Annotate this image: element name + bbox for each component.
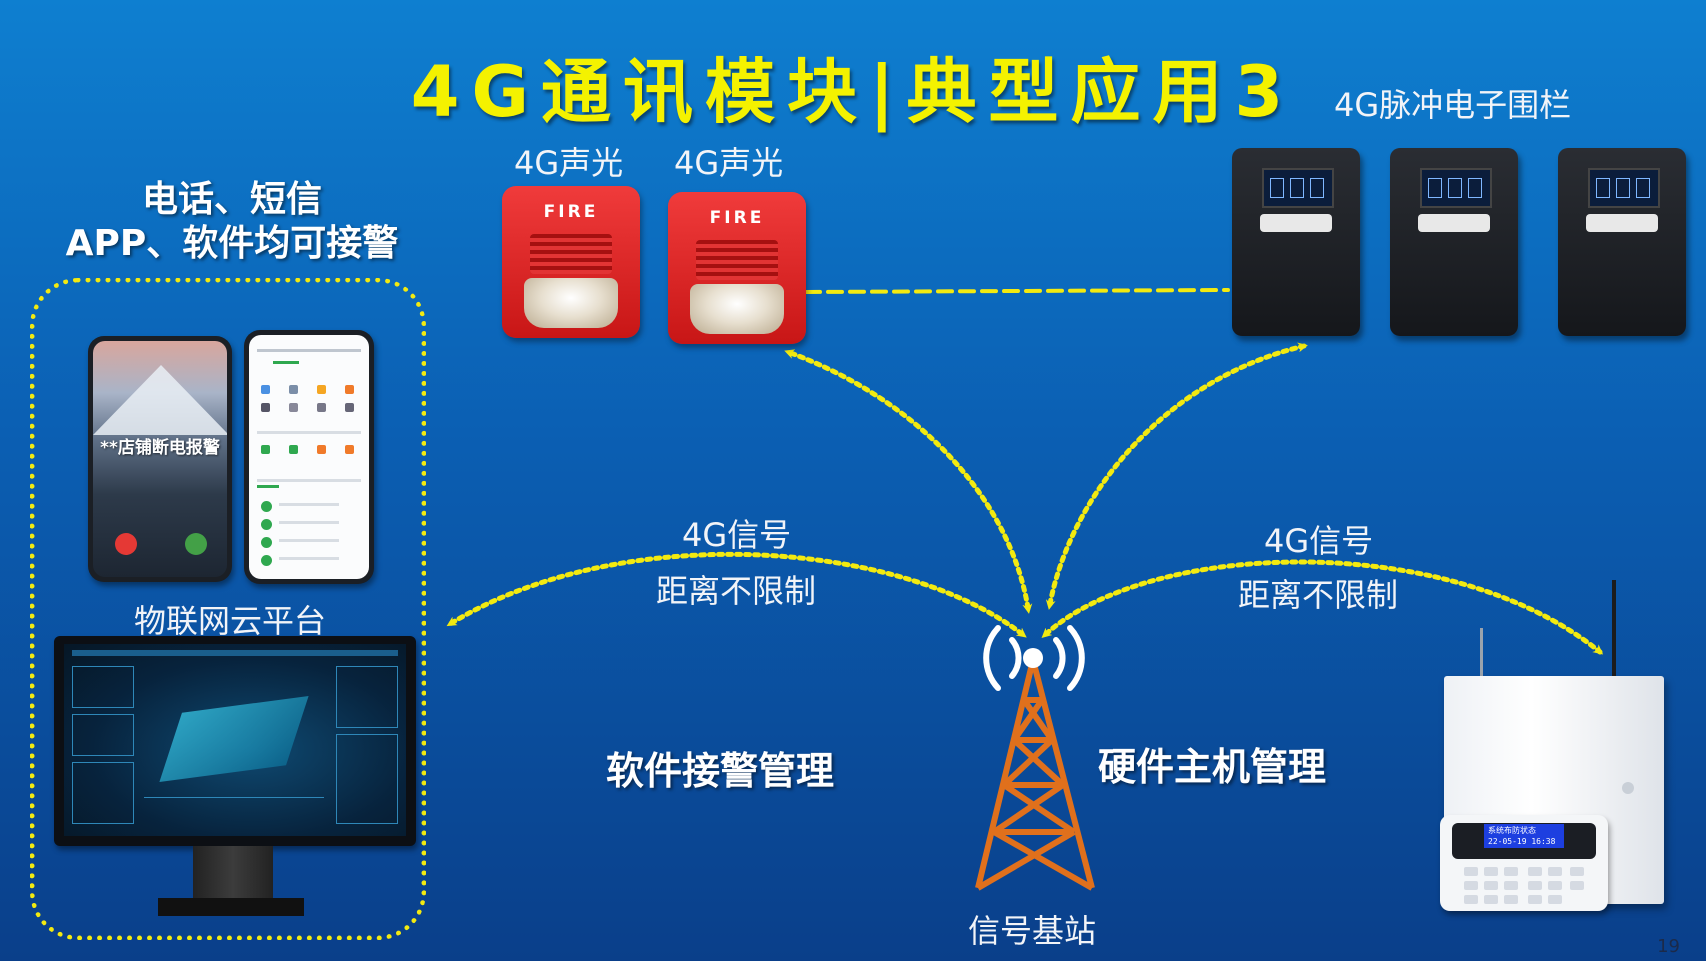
page-number: 19 — [1657, 936, 1680, 957]
panel-antenna-right — [1612, 580, 1616, 676]
fence-controller-1 — [1232, 148, 1360, 336]
alarm-receivers-group — [30, 278, 426, 940]
phone-call-screen: **店铺断电报警 — [88, 336, 232, 582]
panel-antenna-left — [1480, 628, 1483, 678]
strobe-alarm-1: FIRE — [502, 186, 640, 338]
signal-right-line2: 距离不限制 — [1238, 576, 1399, 614]
signal-right-line1: 4G信号 — [1264, 522, 1374, 560]
lcd-line1: 系统布防状态 — [1488, 826, 1536, 835]
alarm-methods-line2: APP、软件均可接警 — [65, 223, 399, 264]
strobe-fence-link — [804, 288, 1230, 294]
lcd-line2: 22-05-19 16:38 — [1488, 837, 1556, 846]
strobe-label-2: 4G声光 — [674, 144, 784, 182]
fence-controller-2 — [1390, 148, 1518, 336]
fence-controller-3 — [1558, 148, 1686, 336]
strobe-label-1: 4G声光 — [514, 144, 624, 182]
fence-label: 4G脉冲电子围栏 — [1334, 86, 1572, 124]
tower-fence-link — [1045, 342, 1308, 610]
tower-waves — [983, 625, 1085, 691]
tower-panel-link — [1041, 559, 1604, 655]
monitor-stand — [193, 846, 273, 898]
cloud-platform-label: 物联网云平台 — [134, 602, 327, 640]
hardware-management-label: 硬件主机管理 — [1098, 745, 1327, 789]
strobe-alarm-2: FIRE — [668, 192, 806, 344]
tower-alarm-link — [446, 551, 1027, 638]
decline-call-icon — [115, 533, 137, 555]
tower-strobe-link — [784, 349, 1033, 614]
base-station-label: 信号基站 — [968, 912, 1097, 950]
page-title: 4G通讯模块|典型应用3 — [410, 51, 1296, 133]
caller-name: **店铺断电报警 — [100, 438, 220, 458]
monitor-dashboard — [54, 636, 416, 846]
accept-call-icon — [185, 533, 207, 555]
keypad-lcd: 系统布防状态 22-05-19 16:38 — [1484, 824, 1564, 848]
signal-left-line1: 4G信号 — [682, 516, 792, 554]
software-management-label: 软件接警管理 — [606, 749, 835, 793]
alarm-methods-line1: 电话、短信 — [141, 179, 322, 220]
phone-app-screen — [244, 330, 374, 584]
fire-text: FIRE — [709, 208, 765, 228]
monitor-base — [158, 898, 304, 916]
fire-text: FIRE — [543, 202, 599, 222]
tower-beacon — [1023, 648, 1043, 668]
signal-tower — [975, 659, 1095, 891]
signal-left-line2: 距离不限制 — [656, 572, 817, 610]
